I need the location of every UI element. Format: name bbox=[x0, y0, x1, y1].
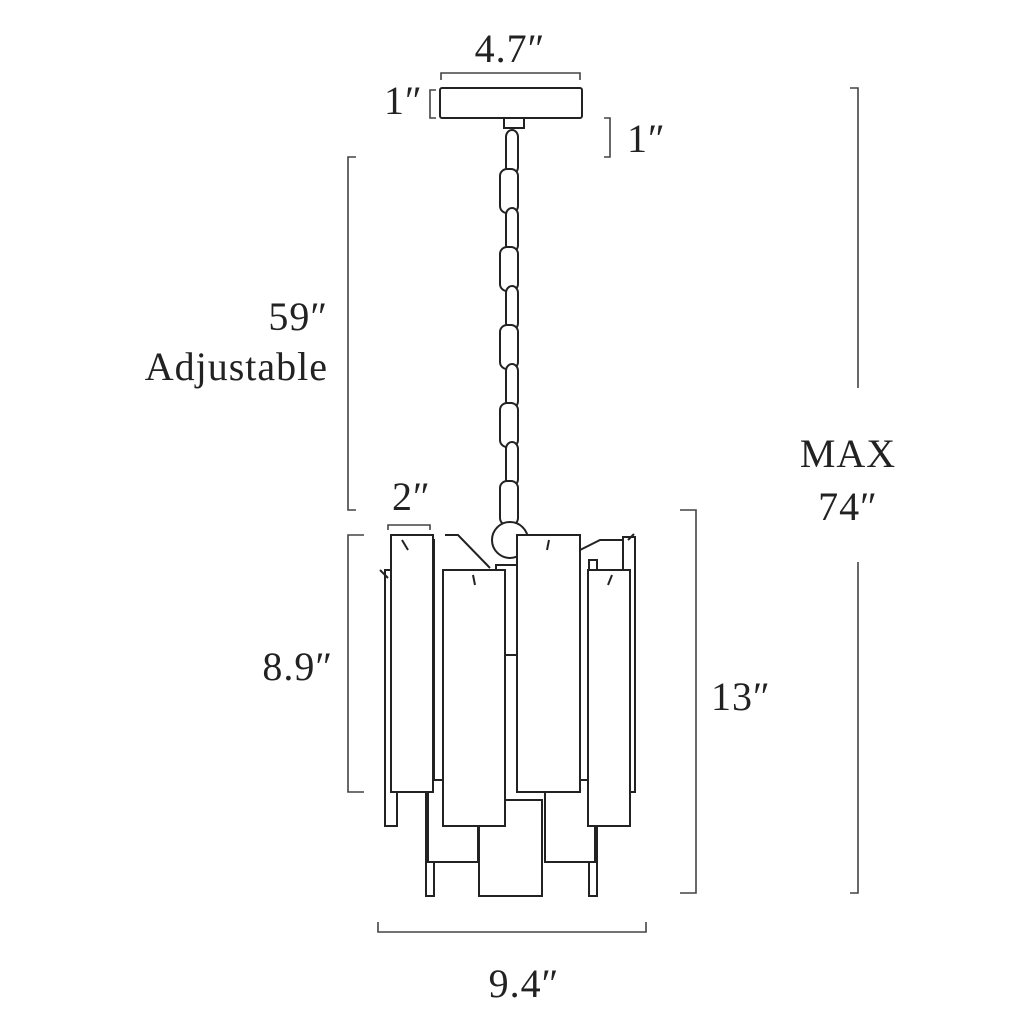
glass-panel bbox=[390, 534, 434, 793]
chain-link bbox=[505, 207, 519, 253]
max-label: MAX bbox=[800, 431, 896, 476]
chain-link bbox=[505, 441, 519, 487]
canopy-height-label: 1″ bbox=[384, 78, 423, 123]
fixture-height-label: 13″ bbox=[711, 674, 771, 719]
glass-panel bbox=[587, 569, 631, 827]
panel-width-label: 2″ bbox=[392, 474, 431, 519]
fixture-width-label: 9.4″ bbox=[489, 961, 560, 1006]
chain-link bbox=[499, 480, 519, 526]
chain bbox=[499, 129, 519, 526]
chain-link bbox=[505, 363, 519, 409]
chain-link bbox=[499, 324, 519, 370]
chain-link bbox=[499, 168, 519, 214]
dimension-lines bbox=[347, 72, 859, 933]
chain-link bbox=[505, 285, 519, 331]
glass-panel bbox=[516, 534, 581, 793]
chain-length-label: 59″ bbox=[268, 294, 328, 339]
glass-panel bbox=[442, 569, 506, 827]
chain-link bbox=[499, 402, 519, 448]
chain-link bbox=[499, 246, 519, 292]
chain-link bbox=[505, 129, 519, 175]
fixture-body bbox=[379, 521, 636, 897]
canopy-stem-label: 1″ bbox=[627, 116, 666, 161]
chain-adjustable-label: Adjustable bbox=[145, 344, 328, 389]
canopy-width-label: 4.7″ bbox=[475, 26, 546, 71]
max-height-label: 74″ bbox=[818, 484, 878, 529]
dimension-labels: 4.7″ 1″ 1″ 59″ Adjustable 2″ 8.9″ 13″ MA… bbox=[145, 26, 896, 1006]
canopy bbox=[439, 87, 583, 129]
panel-height-label: 8.9″ bbox=[262, 644, 333, 689]
